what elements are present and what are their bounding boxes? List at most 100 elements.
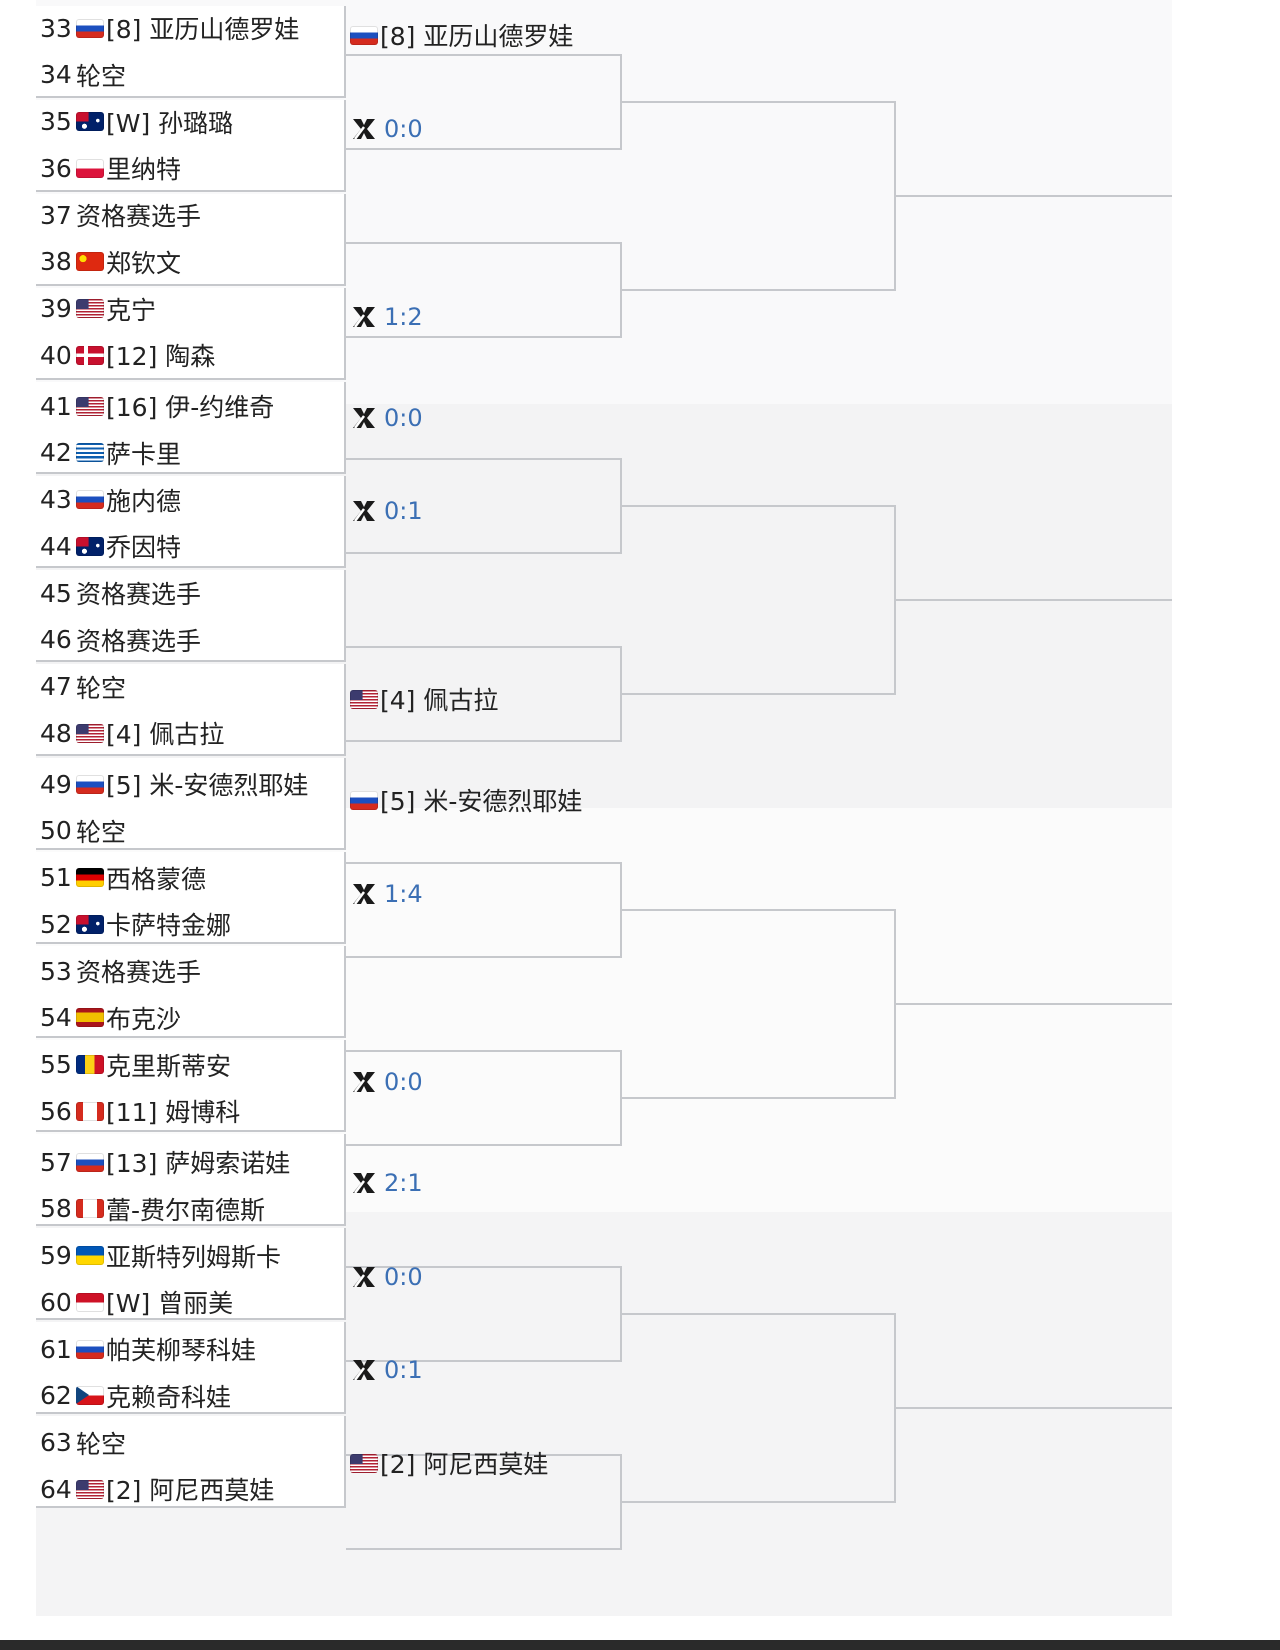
head-to-head-icon[interactable] bbox=[350, 1068, 378, 1096]
head-to-head-icon[interactable] bbox=[350, 303, 378, 331]
player-name: 克宁 bbox=[106, 295, 157, 325]
second-round-player[interactable]: [5] 米-安德烈耶娃 bbox=[350, 783, 582, 817]
bracket-connector bbox=[346, 458, 622, 460]
player-name: [16] 伊-约维奇 bbox=[106, 393, 275, 422]
first-round-player[interactable]: 35[W] 孙璐璐 bbox=[40, 105, 233, 139]
head-to-head-icon[interactable] bbox=[350, 1263, 378, 1291]
head-to-head-icon[interactable] bbox=[350, 115, 378, 143]
draw-position: 57 bbox=[40, 1147, 72, 1177]
score-text: 0:0 bbox=[384, 1263, 423, 1291]
draw-position: 46 bbox=[40, 625, 72, 655]
draw-position: 56 bbox=[40, 1096, 72, 1126]
flag-us-icon bbox=[76, 299, 104, 318]
head-to-head-score[interactable]: 0:0 bbox=[350, 1065, 423, 1099]
flag-ua-icon bbox=[76, 1246, 104, 1265]
head-to-head-score[interactable]: 1:2 bbox=[350, 300, 423, 334]
second-round-player[interactable]: [2] 阿尼西莫娃 bbox=[350, 1446, 548, 1480]
player-name: 克里斯蒂安 bbox=[106, 1051, 232, 1081]
draw-position: 54 bbox=[40, 1003, 72, 1033]
bracket-connector bbox=[346, 242, 622, 244]
bracket-connector bbox=[346, 1360, 622, 1362]
draw-position: 36 bbox=[40, 153, 72, 183]
draw-position: 40 bbox=[40, 340, 72, 370]
first-round-player[interactable]: 41[16] 伊-约维奇 bbox=[40, 389, 274, 423]
player-name: [12] 陶森 bbox=[106, 342, 216, 372]
player-name: [8] 亚历山德罗娃 bbox=[380, 22, 574, 51]
bracket-connector bbox=[346, 956, 622, 958]
first-round-player[interactable]: 48[4] 佩古拉 bbox=[40, 716, 224, 750]
flag-us-icon bbox=[76, 723, 104, 743]
draw-position: 61 bbox=[40, 1334, 72, 1364]
match-box bbox=[36, 570, 346, 662]
bracket-connector bbox=[894, 1407, 1172, 1409]
head-to-head-icon[interactable] bbox=[350, 1356, 378, 1384]
head-to-head-score[interactable]: 1:4 bbox=[350, 877, 423, 911]
head-to-head-icon[interactable] bbox=[350, 880, 378, 908]
second-round-player[interactable]: [8] 亚历山德罗娃 bbox=[350, 18, 573, 52]
head-to-head-score[interactable]: 2:1 bbox=[350, 1166, 423, 1200]
first-round-player[interactable]: 49[5] 米-安德烈耶娃 bbox=[40, 767, 308, 801]
head-to-head-score[interactable]: 0:0 bbox=[350, 1260, 423, 1294]
first-round-player[interactable]: 40 [12] 陶森 bbox=[40, 338, 215, 372]
head-to-head-icon[interactable] bbox=[350, 1169, 378, 1197]
first-round-player[interactable]: 33[8] 亚历山德罗娃 bbox=[40, 11, 299, 45]
draw-position: 53 bbox=[40, 956, 72, 986]
bracket-connector bbox=[620, 1501, 896, 1503]
flag-ru-icon bbox=[76, 18, 104, 38]
first-round-player[interactable]: 60[W] 曾丽美 bbox=[40, 1285, 233, 1319]
score-text: 1:4 bbox=[384, 880, 423, 908]
score-text: 0:0 bbox=[384, 404, 423, 432]
player-name: [13] 萨姆索诺娃 bbox=[106, 1149, 291, 1178]
head-to-head-score[interactable]: 0:1 bbox=[350, 1353, 423, 1387]
head-to-head-score[interactable]: 0:0 bbox=[350, 112, 423, 146]
draw-position: 59 bbox=[40, 1241, 72, 1270]
flag-dk-icon bbox=[76, 345, 104, 365]
score-text: 0:0 bbox=[384, 1068, 423, 1096]
flag-ru-icon bbox=[76, 490, 104, 509]
bracket-connector bbox=[620, 693, 896, 695]
first-round-player[interactable]: 64[2] 阿尼西莫娃 bbox=[40, 1472, 274, 1506]
first-round-player[interactable]: 56[11] 姆博科 bbox=[40, 1094, 240, 1128]
player-name: 轮空 bbox=[76, 817, 127, 847]
draw-position: 55 bbox=[40, 1050, 72, 1079]
bracket-connector bbox=[620, 289, 896, 291]
head-to-head-icon[interactable] bbox=[350, 404, 378, 432]
bracket-connector bbox=[620, 505, 896, 507]
second-round-player[interactable]: [4] 佩古拉 bbox=[350, 682, 498, 716]
head-to-head-score[interactable]: 0:1 bbox=[350, 494, 423, 528]
head-to-head-score[interactable]: 0:0 bbox=[350, 401, 423, 435]
first-round-player[interactable]: 57 [13] 萨姆索诺娃 bbox=[40, 1145, 290, 1179]
bracket-connector bbox=[894, 599, 1172, 601]
player-name: 施内德 bbox=[106, 486, 182, 516]
flag-gr-icon bbox=[76, 443, 104, 463]
score-text: 0:1 bbox=[384, 1356, 423, 1384]
flag-us-icon bbox=[350, 689, 378, 709]
head-to-head-icon[interactable] bbox=[350, 497, 378, 525]
draw-position: 45 bbox=[40, 578, 72, 608]
player-name: 资格赛选手 bbox=[76, 958, 202, 987]
player-name: [2] 阿尼西莫娃 bbox=[380, 1450, 549, 1479]
flag-us-icon bbox=[76, 1479, 104, 1499]
first-round-player[interactable]: 55 克里斯蒂安 bbox=[40, 1048, 231, 1082]
